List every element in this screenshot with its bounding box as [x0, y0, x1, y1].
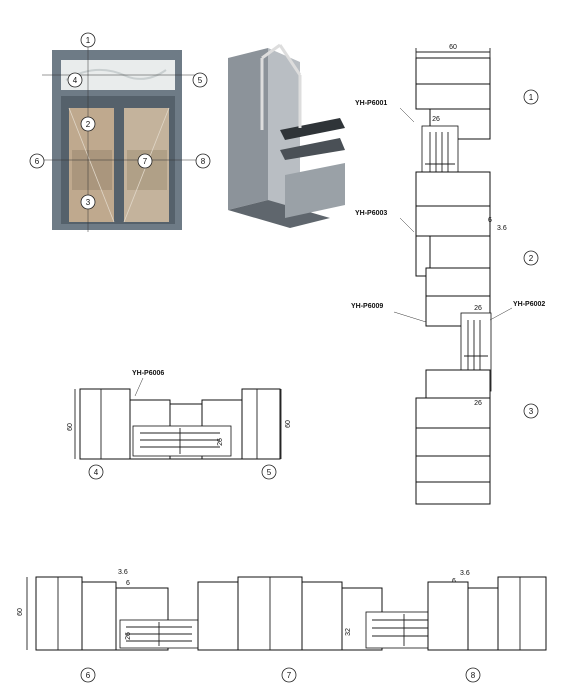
marker-3: 3	[523, 403, 539, 419]
svg-text:7: 7	[143, 157, 148, 166]
callout-3: 3	[80, 194, 96, 210]
svg-text:3: 3	[529, 407, 534, 416]
profile-3d-render	[228, 43, 345, 228]
svg-text:6: 6	[35, 157, 40, 166]
glass-pattern	[65, 68, 167, 81]
svg-text:6: 6	[86, 671, 91, 680]
svg-text:2: 2	[529, 254, 534, 263]
code-horizontal: YH-P6006	[132, 370, 164, 377]
code-bottom-left: YH-P6009	[351, 303, 383, 310]
dim-26-a: 26	[432, 116, 440, 123]
svg-text:5: 5	[198, 76, 203, 85]
svg-text:8: 8	[201, 157, 206, 166]
vertical-section: 60 26 6 3.6 26 26	[351, 44, 545, 505]
dim-60-bottom: 60	[17, 608, 24, 616]
svg-text:8: 8	[471, 671, 476, 680]
dim-26-c: 26	[474, 400, 482, 407]
svg-text:2: 2	[86, 120, 91, 129]
svg-text:5: 5	[267, 468, 272, 477]
svg-text:4: 4	[73, 76, 78, 85]
dim-26-b6a: 26	[125, 632, 132, 640]
horizontal-section-4-5: YH-P6006 60 60 26 4 5	[67, 370, 292, 480]
marker-7: 7	[281, 667, 297, 683]
marker-6: 6	[80, 667, 96, 683]
horizontal-section-6-7-8: 60 3.6 6 6 3.6 26 26 32 32	[17, 569, 547, 683]
left-room-photo	[72, 150, 112, 190]
svg-text:3: 3	[86, 198, 91, 207]
marker-2: 2	[523, 250, 539, 266]
dim-26-b: 26	[474, 305, 482, 312]
dim-3-6-b: 3.6	[118, 569, 128, 576]
dim-60: 60	[449, 44, 457, 51]
code-bottom-right: YH-P6002	[513, 301, 545, 308]
svg-text:4: 4	[94, 468, 99, 477]
dim-6: 6	[488, 217, 492, 224]
dim-26-h: 26	[217, 438, 224, 446]
dim-60-left: 60	[67, 423, 74, 431]
window-elevation: 1 4 5 2 6 7 8 3	[29, 32, 211, 232]
marker-5: 5	[261, 464, 277, 480]
glass-diagonal	[68, 107, 115, 223]
marker-4: 4	[88, 464, 104, 480]
svg-text:1: 1	[529, 93, 534, 102]
callout-1: 1	[80, 32, 96, 48]
dim-3-6: 3.6	[497, 225, 507, 232]
dim-3-6-c: 3.6	[460, 570, 470, 577]
marker-8: 8	[465, 667, 481, 683]
callout-5: 5	[192, 72, 208, 88]
code-top: YH-P6001	[355, 100, 387, 107]
svg-text:1: 1	[86, 36, 91, 45]
dim-60-right: 60	[285, 420, 292, 428]
svg-text:7: 7	[287, 671, 292, 680]
dim-32-a: 32	[345, 628, 352, 636]
callout-6: 6	[29, 153, 45, 169]
callout-4: 4	[67, 72, 83, 88]
code-middle: YH-P6003	[355, 210, 387, 217]
callout-8: 8	[195, 153, 211, 169]
callout-7: 7	[137, 153, 153, 169]
dim-6-b: 6	[126, 580, 130, 587]
callout-2: 2	[80, 116, 96, 132]
marker-1: 1	[523, 89, 539, 105]
